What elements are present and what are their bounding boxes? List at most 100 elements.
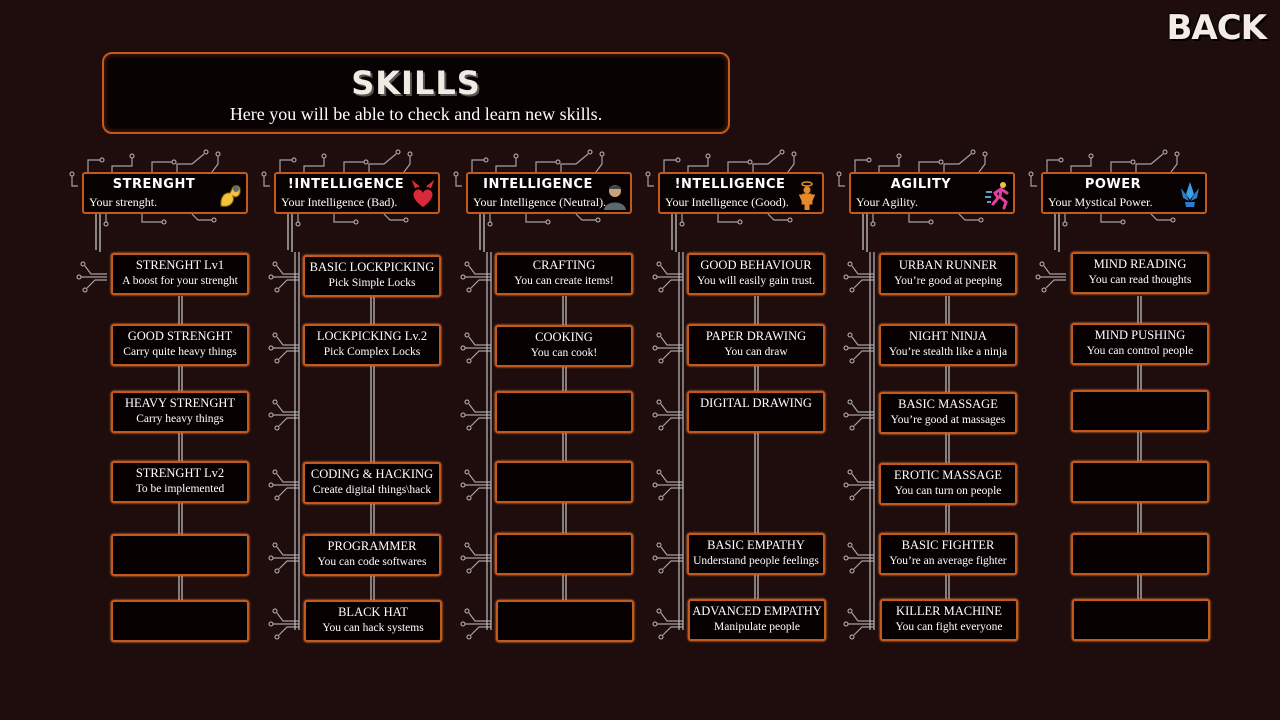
skill-name: PAPER DRAWING: [705, 329, 807, 343]
devil-heart-icon: [411, 180, 435, 207]
skill-slot-empty[interactable]: [496, 600, 634, 642]
category-desc: Your Intelligence (Neutral).: [473, 195, 607, 209]
skill-good-strenght[interactable]: GOOD STRENGHT Carry quite heavy things: [111, 324, 249, 366]
skill-lockpicking-lv2[interactable]: LOCKPICKING Lv.2 Pick Complex Locks: [303, 324, 441, 366]
skill-mind-pushing[interactable]: MIND PUSHING You can control people: [1071, 323, 1209, 365]
skill-name: COOKING: [535, 330, 593, 344]
skill-desc: You will easily gain trust.: [697, 275, 815, 287]
skill-erotic-massage[interactable]: EROTIC MASSAGE You can turn on people: [879, 463, 1017, 505]
skill-name: GOOD STRENGHT: [127, 329, 233, 343]
category-strenght[interactable]: STRENGHT Your strenght.: [82, 172, 248, 214]
skill-strenght-lv2[interactable]: STRENGHT Lv2 To be implemented: [111, 461, 249, 503]
skill-name: PROGRAMMER: [327, 539, 417, 553]
category-desc: Your Agility.: [856, 195, 919, 209]
skill-desc: You’re good at massages: [890, 414, 1006, 426]
skill-desc: You can cook!: [530, 347, 598, 359]
skill-desc: You can hack systems: [322, 622, 424, 634]
skill-name: BASIC MASSAGE: [898, 397, 998, 411]
category-intelligence-neutral[interactable]: INTELLIGENCE Your Intelligence (Neutral)…: [466, 172, 632, 214]
running-person-icon: [985, 182, 1009, 210]
skill-coding-hacking[interactable]: CODING & HACKING Create digital things\h…: [303, 462, 441, 504]
flexed-arm-icon: [220, 185, 241, 207]
skill-basic-empathy[interactable]: BASIC EMPATHY Understand people feelings: [687, 533, 825, 575]
skill-desc: You can read thoughts: [1088, 274, 1192, 286]
category-name: !NTELLIGENCE: [674, 177, 786, 192]
skill-slot-empty[interactable]: [1071, 390, 1209, 432]
skill-name: DIGITAL DRAWING: [700, 396, 812, 410]
skill-name: BASIC FIGHTER: [901, 538, 995, 552]
category-desc: Your strenght.: [89, 195, 158, 209]
page-subtitle: Here you will be able to check and learn…: [229, 104, 603, 124]
skill-programmer[interactable]: PROGRAMMER You can code softwares: [303, 534, 441, 576]
title-panel: SKILLS Here you will be able to check an…: [102, 52, 730, 134]
skill-slot-empty[interactable]: [1071, 533, 1209, 575]
category-name: AGILITY: [890, 177, 952, 192]
skill-name: LOCKPICKING Lv.2: [316, 329, 428, 343]
skill-heavy-strenght[interactable]: HEAVY STRENGHT Carry heavy things: [111, 391, 249, 433]
skill-desc: Pick Complex Locks: [323, 346, 421, 358]
skill-desc: To be implemented: [135, 483, 225, 495]
skill-name: URBAN RUNNER: [898, 258, 998, 272]
skill-killer-machine[interactable]: KILLER MACHINE You can fight everyone: [880, 599, 1018, 641]
skill-basic-lockpicking[interactable]: BASIC LOCKPICKING Pick Simple Locks: [303, 255, 441, 297]
skill-name: CRAFTING: [532, 258, 596, 272]
crystal-icon: [1181, 182, 1199, 207]
skill-name: HEAVY STRENGHT: [124, 396, 236, 410]
skill-basic-massage[interactable]: BASIC MASSAGE You’re good at massages: [879, 392, 1017, 434]
skill-crafting[interactable]: CRAFTING You can create items!: [495, 253, 633, 295]
skill-urban-runner[interactable]: URBAN RUNNER You’re good at peeping: [879, 253, 1017, 295]
skill-name: STRENGHT Lv2: [135, 466, 225, 480]
skill-paper-drawing[interactable]: PAPER DRAWING You can draw: [687, 324, 825, 366]
category-agility[interactable]: AGILITY Your Agility.: [849, 172, 1015, 214]
skill-advanced-empathy[interactable]: ADVANCED EMPATHY Manipulate people: [688, 599, 826, 641]
skill-slot-empty[interactable]: [495, 533, 633, 575]
skill-slot-empty[interactable]: [1072, 599, 1210, 641]
skill-desc: Understand people feelings: [693, 555, 819, 567]
page-title: SKILLS: [351, 64, 481, 102]
skill-good-behaviour[interactable]: GOOD BEHAVIOUR You will easily gain trus…: [687, 253, 825, 295]
skill-strenght-lv1[interactable]: STRENGHT Lv1 A boost for your strenght: [111, 253, 249, 295]
skill-name: KILLER MACHINE: [896, 604, 1002, 618]
skill-name: GOOD BEHAVIOUR: [700, 258, 812, 272]
skill-digital-drawing[interactable]: DIGITAL DRAWING: [687, 391, 825, 433]
skill-desc: You can turn on people: [894, 485, 1002, 497]
category-name: !INTELLIGENCE: [287, 177, 405, 192]
skill-desc: You’re stealth like a ninja: [888, 346, 1008, 358]
skill-name: BASIC EMPATHY: [707, 538, 805, 552]
category-intelligence-good[interactable]: !NTELLIGENCE Your Intelligence (Good).: [658, 172, 824, 214]
skill-desc: You can draw: [724, 346, 788, 358]
category-name: STRENGHT: [112, 177, 196, 192]
skill-desc: You can control people: [1086, 345, 1194, 357]
skill-slot-empty[interactable]: [1071, 461, 1209, 503]
skill-slot-empty[interactable]: [495, 391, 633, 433]
skill-desc: Manipulate people: [714, 621, 800, 633]
skill-cooking[interactable]: COOKING You can cook!: [495, 325, 633, 367]
skill-basic-fighter[interactable]: BASIC FIGHTER You’re an average fighter: [879, 533, 1017, 575]
skill-black-hat[interactable]: BLACK HAT You can hack systems: [304, 600, 442, 642]
skill-desc: Carry quite heavy things: [123, 346, 237, 358]
category-power[interactable]: POWER Your Mystical Power.: [1041, 172, 1207, 214]
skill-night-ninja[interactable]: NIGHT NINJA You’re stealth like a ninja: [879, 324, 1017, 366]
category-desc: Your Intelligence (Bad).: [281, 195, 398, 209]
skill-name: EROTIC MASSAGE: [894, 468, 1002, 482]
person-bust-icon: [604, 185, 626, 210]
category-desc: Your Mystical Power.: [1048, 195, 1153, 209]
skill-desc: You’re an average fighter: [889, 555, 1007, 567]
haloed-figure-icon: [799, 181, 815, 210]
category-name: POWER: [1084, 177, 1142, 192]
skill-desc: You’re good at peeping: [894, 275, 1002, 287]
category-intelligence-bad[interactable]: !INTELLIGENCE Your Intelligence (Bad).: [274, 172, 440, 214]
skill-name: MIND READING: [1093, 257, 1187, 271]
skill-slot-empty[interactable]: [111, 534, 249, 576]
skill-desc: Pick Simple Locks: [328, 277, 416, 289]
skill-slot-empty[interactable]: [495, 461, 633, 503]
category-name: INTELLIGENCE: [483, 177, 593, 192]
skill-name: STRENGHT Lv1: [135, 258, 225, 272]
back-button[interactable]: BACK: [1166, 8, 1267, 48]
skill-slot-empty[interactable]: [111, 600, 249, 642]
skill-desc: You can create items!: [514, 275, 614, 287]
skill-name: BLACK HAT: [338, 605, 408, 619]
skill-mind-reading[interactable]: MIND READING You can read thoughts: [1071, 252, 1209, 294]
skill-name: ADVANCED EMPATHY: [692, 604, 822, 618]
skill-name: NIGHT NINJA: [909, 329, 987, 343]
